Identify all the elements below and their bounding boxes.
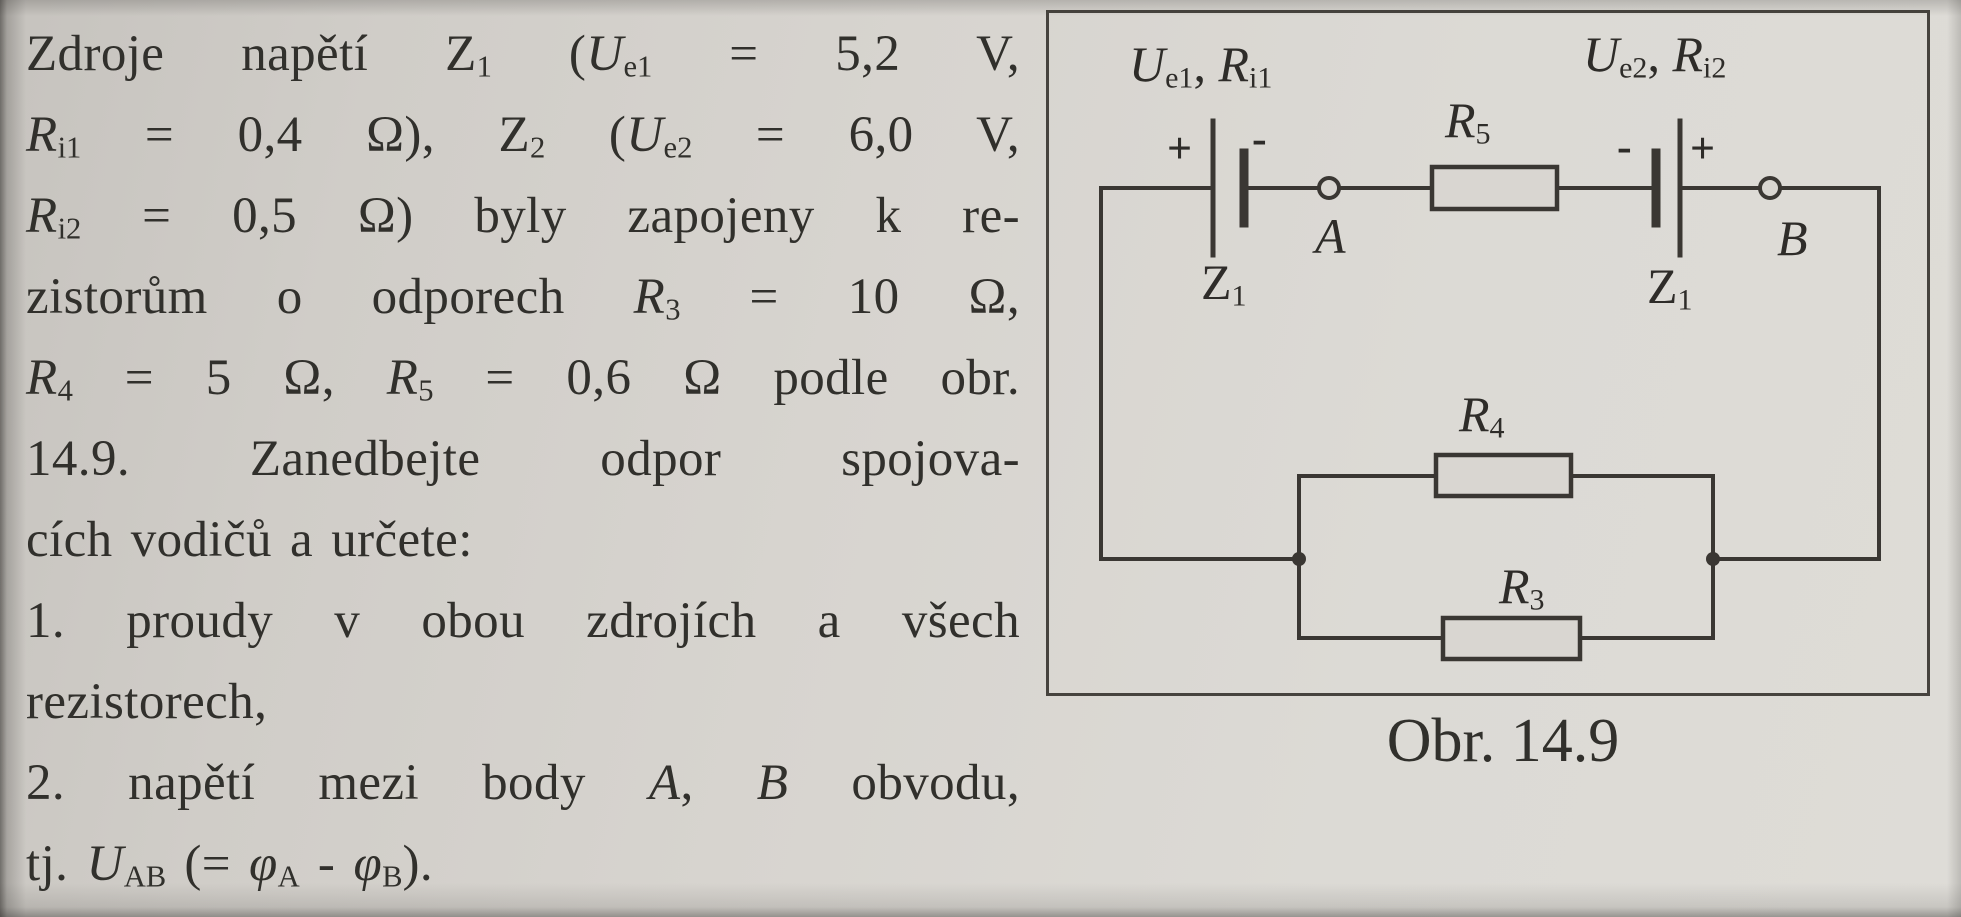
label-source1: Ue1, Ri1: [1129, 36, 1273, 95]
node-a-terminal: [1317, 176, 1341, 200]
text-line: 14.9. Zanedbejte odpor spojova-: [26, 431, 1020, 487]
text-line: 2. napětí mezi body A, B obvodu,: [26, 755, 1020, 811]
circuit-diagram: [1099, 118, 1881, 662]
wire-r3-branch: [1297, 557, 1715, 640]
text-line: 1. proudy v obou zdrojích a všech: [26, 593, 1020, 649]
text-line: Ri2 = 0,5 Ω) byly zapojeny k re-: [26, 188, 1020, 246]
label-z1-right: Z1: [1647, 258, 1693, 317]
text-line: tj. UAB (= φA - φB).: [26, 836, 434, 894]
text-line: R4 = 5 Ω, R5 = 0,6 Ω podle obr.: [26, 350, 1020, 408]
text-line: Zdroje napětí Z1 (Ue1 = 5,2 V,: [26, 26, 1020, 84]
figure-caption: Obr. 14.9: [1386, 707, 1620, 775]
text-line: rezistorech,: [26, 674, 268, 730]
battery1-minus-sign: -: [1252, 114, 1267, 163]
battery1-plus-sign: +: [1167, 124, 1193, 173]
resistor-r5-box: [1429, 164, 1560, 212]
battery2-minus-sign: -: [1617, 122, 1632, 171]
text-line: Ri1 = 0,4 Ω), Z2 (Ue2 = 6,0 V,: [26, 107, 1020, 165]
label-node-a: A: [1315, 208, 1346, 264]
label-r3: R3: [1499, 558, 1545, 617]
junction-dot-left: [1292, 552, 1306, 566]
problem-text: Zdroje napětí Z1 (Ue1 = 5,2 V, Ri1 = 0,4…: [26, 14, 1020, 905]
label-node-b: B: [1777, 210, 1808, 266]
junction-dot-right: [1706, 552, 1720, 566]
text-line: cích vodičů a určete:: [26, 512, 473, 568]
resistor-r3-box: [1440, 615, 1583, 662]
resistor-r4-box: [1433, 452, 1574, 499]
label-z1-left: Z1: [1201, 254, 1247, 313]
node-b-terminal: [1758, 176, 1782, 200]
text-line: zistorům o odporech R3 = 10 Ω,: [26, 269, 1020, 327]
label-source2: Ue2, Ri2: [1583, 26, 1727, 85]
circuit-figure-frame: Ue1, Ri1 R5 Ue2, Ri2 + - - + A B Z1 Z1 R…: [1046, 10, 1930, 696]
label-r4: R4: [1459, 386, 1505, 445]
battery2-plus-sign: +: [1690, 124, 1716, 173]
wire-r4-branch: [1297, 474, 1715, 561]
label-r5: R5: [1445, 92, 1491, 151]
